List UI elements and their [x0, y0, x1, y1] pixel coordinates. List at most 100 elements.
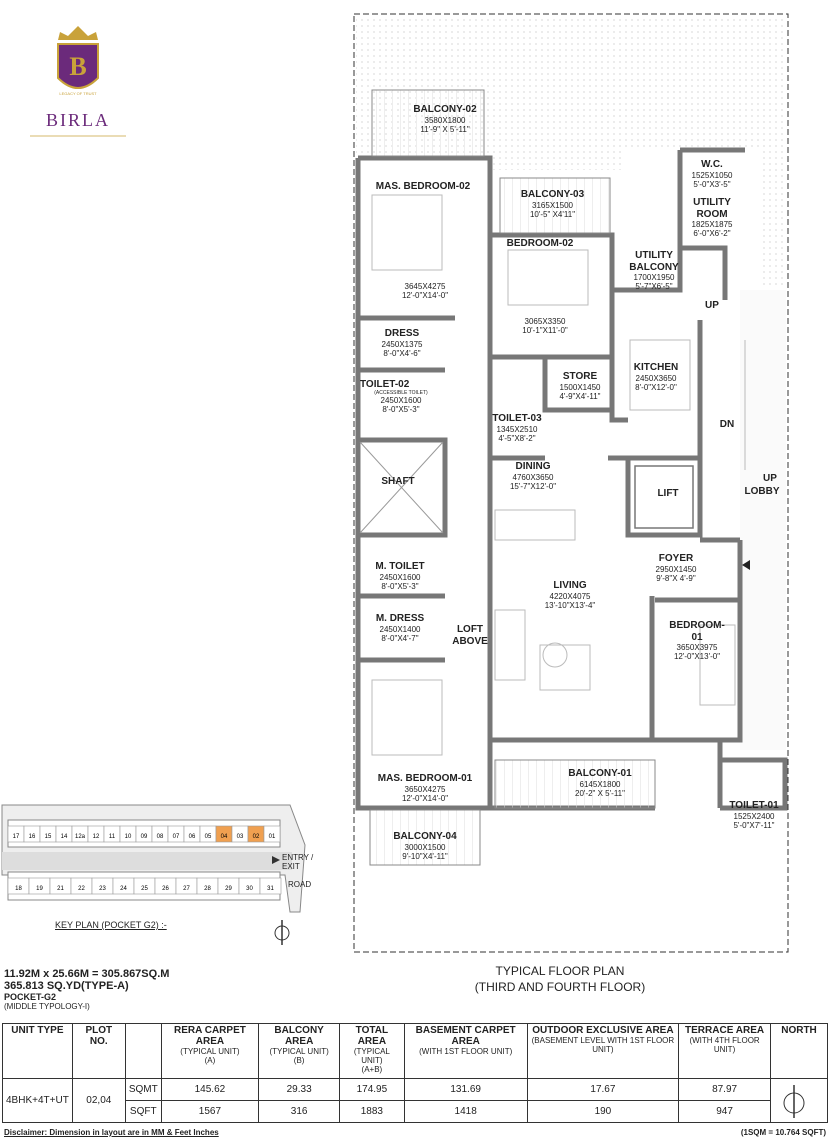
th-outdoor-sub: (BASEMENT LEVEL WITH 1ST FLOOR UNIT): [531, 1036, 675, 1054]
cell-plot-no: 02,04: [71, 1078, 126, 1123]
key-plot-label: 09: [141, 834, 148, 840]
label-dress: DRESS 2450X1375 8'-0"X4'-6": [381, 328, 423, 358]
key-plan-entry-label: ENTRY /: [282, 853, 314, 862]
label-bedroom-01: BEDROOM-01 3650X3975 12'-0"X13'-0": [669, 620, 725, 662]
sqm-conversion: (1SQM = 10.764 SQFT): [740, 1128, 826, 1137]
th-unit-type: UNIT TYPE: [2, 1023, 73, 1079]
key-plot-01: [263, 825, 281, 843]
label-m-toilet: M. TOILET 2450X1600 8'-0"X5'-3": [375, 561, 425, 591]
dims-bedroom-02: 3065X3350 10'-1"X11'-0": [522, 317, 568, 336]
th-basement: BASEMENT CARPET AREA (WITH 1ST FLOOR UNI…: [403, 1023, 528, 1079]
th-outdoor-title: OUTDOOR EXCLUSIVE AREA: [532, 1025, 674, 1036]
label-balcony-03: BALCONY-03 3165X1500 10'-5" X4'11": [520, 189, 585, 219]
key-plot-label: 26: [162, 886, 169, 892]
plot-boundary: [353, 13, 789, 953]
key-plot-label: 22: [78, 886, 85, 892]
key-plot-label: 05: [205, 834, 212, 840]
key-plot-label: 16: [29, 834, 36, 840]
label-balcony-01: BALCONY-01 6145X1800 20'-2" X 5'-11": [568, 768, 632, 798]
balcony-01-area: [494, 759, 656, 809]
label-balcony-04: BALCONY-04 3000X1500 9'-10"X4'-11": [393, 831, 457, 861]
label-store: STORE 1500X1450 4'-9"X4'-11": [559, 371, 601, 401]
label-toilet-02: TOILET-02 (ACCESSIBLE TOILET) 2450X1600 …: [360, 379, 428, 415]
right-open-area: [740, 290, 786, 750]
th-total-title: TOTAL AREA: [355, 1025, 389, 1047]
key-plot-label: 11: [109, 834, 116, 840]
key-plot-label: 25: [141, 886, 148, 892]
label-shaft: SHAFT: [381, 476, 415, 487]
lift-box: [634, 465, 694, 529]
key-plot-label: 12: [93, 834, 100, 840]
th-rera: RERA CARPET AREA (TYPICAL UNIT) (A): [160, 1023, 260, 1079]
key-plan-title: KEY PLAN (POCKET G2) :-: [55, 920, 167, 930]
cell-unit-type: 4BHK+4T+UT: [2, 1078, 73, 1123]
label-utility-balcony: UTILITY BALCONY 1700X1950 5'-7"X6'-5": [629, 250, 679, 292]
th-balcony: BALCONY AREA (TYPICAL UNIT) (B): [258, 1023, 341, 1079]
key-plot-label: 06: [189, 834, 196, 840]
table-row: SQFT 1567 316 1883 1418 190 947: [3, 1100, 828, 1123]
disclaimer: Disclaimer: Dimension in layout are in M…: [4, 1128, 219, 1137]
th-rera-title: RERA CARPET AREA: [174, 1025, 246, 1047]
terrace-area-top: [356, 16, 786, 285]
label-living: LIVING 4220X4075 13'-10"X13'-4": [544, 580, 596, 610]
key-plot-label: 07: [173, 834, 180, 840]
th-basement-title: BASEMENT CARPET AREA: [415, 1025, 516, 1047]
key-plot-label: 24: [120, 886, 127, 892]
th-total-sub: (TYPICAL UNIT): [353, 1047, 390, 1065]
cell-balcony: 29.33: [258, 1078, 341, 1101]
th-total-code: (A+B): [361, 1065, 383, 1074]
th-total: TOTAL AREA (TYPICAL UNIT) (A+B): [339, 1023, 405, 1079]
north-arrow-icon: [274, 920, 290, 945]
birla-logo: B LEGACY OF TRUST: [30, 26, 126, 137]
cell-outdoor: 17.67: [526, 1078, 680, 1101]
balcony-03-area: [499, 177, 611, 234]
furniture: [371, 194, 746, 756]
th-balcony-code: (B): [293, 1056, 305, 1065]
cell-total: 1883: [339, 1100, 405, 1123]
summary-line-3: POCKET-G2: [4, 992, 57, 1002]
table-row: 4BHK+4T+UT 02,04 SQMT 145.62 29.33 174.9…: [2, 1078, 828, 1123]
cell-unit: SQFT: [124, 1100, 162, 1123]
th-terrace-sub: (WITH 4TH FLOOR UNIT): [689, 1036, 760, 1054]
th-unit-blank: [124, 1023, 162, 1079]
cell-balcony: 316: [258, 1100, 341, 1123]
balcony-02-area: [371, 89, 485, 157]
key-plan-exit-label: EXIT: [282, 862, 300, 871]
key-plot-label: 21: [57, 886, 64, 892]
summary-line-1: 11.92M x 25.66M = 305.867SQ.M: [4, 968, 170, 980]
label-up-lobby: UP: [763, 473, 777, 484]
cell-basement: 1418: [403, 1100, 528, 1123]
cell-unit: SQMT: [124, 1078, 162, 1101]
th-rera-code: (A): [204, 1056, 216, 1065]
label-wc: W.C. 1525X1050 5'-0"X3'-5": [691, 159, 733, 189]
label-toilet-03: TOILET-03 1345X2510 4'-5"X8'-2": [492, 413, 542, 443]
th-balcony-sub: (TYPICAL UNIT): [269, 1047, 329, 1056]
label-dining: DINING 4760X3650 15'-7"X12'-0": [509, 461, 557, 491]
label-foyer: FOYER 2950X1450 9'-8"X 4'-9": [655, 553, 697, 583]
label-mas-bedroom-02: MAS. BEDROOM-02: [375, 181, 471, 192]
key-plot-label: 14: [61, 834, 68, 840]
cell-terrace: 947: [678, 1100, 771, 1123]
summary-line-4: (MIDDLE TYPOLOGY-I): [4, 1002, 90, 1011]
label-bedroom-02: BEDROOM-02: [506, 238, 574, 249]
label-m-dress: M. DRESS 2450X1400 8'-0"X4'-7": [375, 613, 425, 643]
shaft-box: [359, 441, 444, 534]
logo-tagline: LEGACY OF TRUST: [59, 91, 97, 96]
key-plot-label: 03: [237, 834, 244, 840]
th-plot-no: PLOT NO.: [71, 1023, 126, 1079]
label-up-stair: UP: [705, 300, 719, 311]
key-plot-label: 31: [267, 886, 274, 892]
table-header-row: UNIT TYPE PLOT NO. RERA CARPET AREA (TYP…: [2, 1023, 828, 1079]
balcony-04-area: [369, 809, 481, 866]
key-plot-label: 23: [99, 886, 106, 892]
label-utility-room: UTILITY ROOM 1825X1875 6'-0"X6'-2": [691, 197, 733, 239]
th-terrace: TERRACE AREA (WITH 4TH FLOOR UNIT): [678, 1023, 771, 1079]
key-plot-label: 12a: [75, 834, 86, 840]
key-plot-label: 19: [36, 886, 43, 892]
label-toilet-01: TOILET-01 1525X2400 5'-0"X7'-11": [729, 800, 779, 830]
key-plot-label: 15: [45, 834, 52, 840]
th-basement-sub: (WITH 1ST FLOOR UNIT): [419, 1047, 513, 1056]
key-plot-label: 27: [183, 886, 190, 892]
